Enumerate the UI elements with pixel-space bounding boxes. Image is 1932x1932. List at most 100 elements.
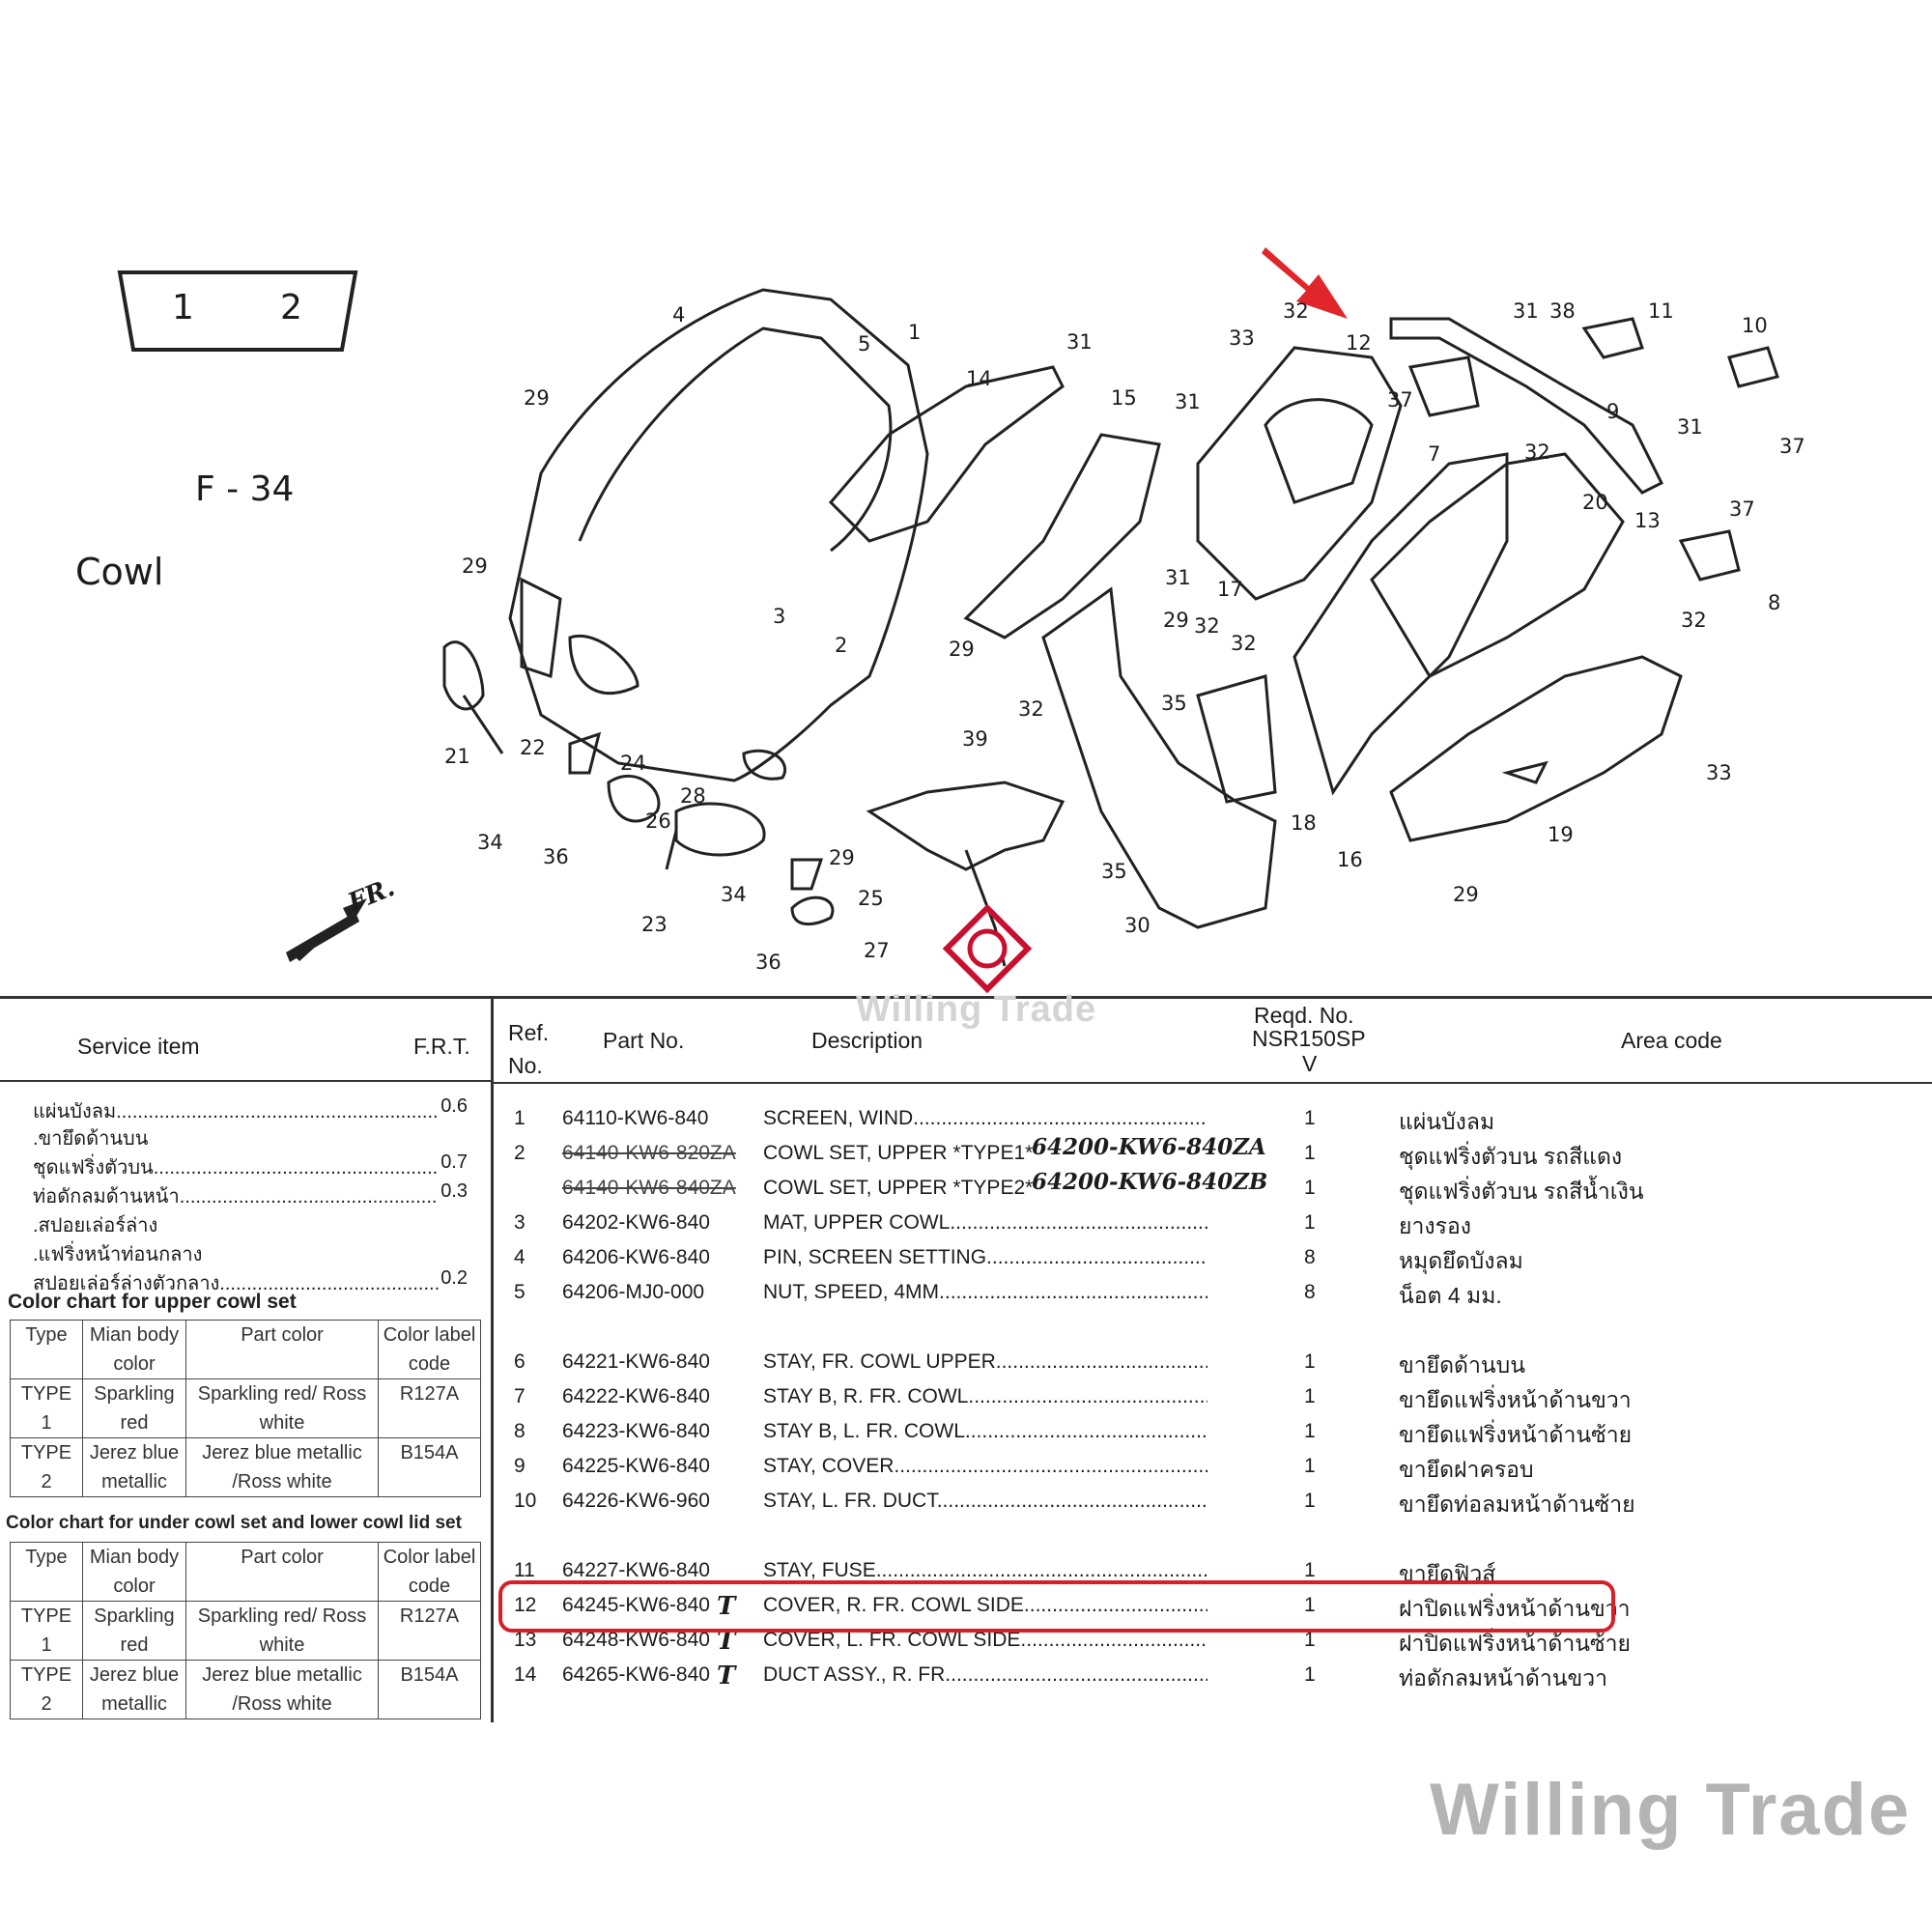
callout-label: 39 — [962, 727, 988, 751]
callout-label: 32 — [1231, 632, 1257, 655]
callout-label: 35 — [1161, 692, 1187, 715]
ref-no-header: Ref. No. — [508, 1020, 550, 1078]
service-item-label: ชุดแฟริ่งตัวบน..........................… — [33, 1157, 439, 1179]
part-qty: 8 — [1304, 1281, 1316, 1303]
part-number: 64140-KW6-840ZA — [562, 1177, 736, 1199]
part-number: 64222-KW6-840 — [562, 1385, 710, 1407]
part-ref: 2 — [514, 1142, 526, 1164]
watermark-text-top: Willing Trade — [856, 989, 1097, 1030]
watermark-logo-top — [942, 903, 1033, 994]
part-number: 64248-KW6-840 — [562, 1629, 710, 1651]
part-qty: 1 — [1304, 1455, 1316, 1477]
cc-upper-r2-code: B154A — [378, 1437, 481, 1497]
frt-header: F.R.T. — [413, 1034, 470, 1059]
service-item-row: ท่อดักลมด้านหน้า........................… — [33, 1180, 468, 1217]
index-box-right: 2 — [280, 288, 302, 327]
callout-label: 3 — [773, 605, 786, 628]
part-area-thai: น็อต 4 มม. — [1399, 1283, 1502, 1308]
part-area-thai: ขายึดแฟริ่งหน้าด้านขวา — [1399, 1387, 1632, 1412]
cc-under-r1-code: R127A — [378, 1601, 481, 1661]
callout-label: 1 — [908, 321, 922, 344]
callout-label: 30 — [1124, 914, 1151, 937]
part-description: STAY B, L. FR. COWL.....................… — [763, 1420, 1208, 1442]
column-divider — [491, 996, 494, 1722]
cc-upper-r1-type: TYPE 1 — [10, 1378, 83, 1438]
callout-label: 23 — [641, 913, 668, 936]
highlight-box-row-12 — [498, 1580, 1615, 1633]
service-item-label: .แฟริ่งหน้าท่อนกลาง — [33, 1244, 203, 1265]
cc-upper-r1-part: Sparkling red/ Ross white — [185, 1378, 379, 1438]
callout-label: 4 — [672, 303, 686, 327]
callout-label: 22 — [520, 736, 546, 759]
callout-label: 31 — [1175, 390, 1201, 413]
callout-label: 31 — [1165, 566, 1191, 589]
callout-label: 13 — [1634, 509, 1661, 532]
right-mirror-shape — [674, 802, 766, 857]
part-number: 64225-KW6-840 — [562, 1455, 710, 1477]
callout-label: 36 — [543, 845, 569, 868]
callout-label: 34 — [721, 883, 747, 906]
service-item-frt: 0.6 — [440, 1095, 468, 1117]
service-item-label: .ขายึดด้านบน — [33, 1128, 149, 1150]
part-area-thai: ยางรอง — [1399, 1213, 1472, 1238]
service-header-rule — [0, 1080, 491, 1082]
part-area-thai: ขายึดท่อลมหน้าด้านซ้าย — [1399, 1492, 1635, 1517]
part-area-thai: แผ่นบังลม — [1399, 1109, 1495, 1134]
left-mirror-shape — [442, 640, 485, 711]
cc-upper-r1-body: Sparkling red — [82, 1378, 186, 1438]
part-ref: 14 — [514, 1663, 537, 1686]
part-no-header: Part No. — [603, 1028, 685, 1053]
cc-upper-header-type: Type — [10, 1320, 83, 1379]
cc-under-r2-part: Jerez blue metallic /Ross white — [185, 1660, 379, 1719]
callout-label: 31 — [1513, 299, 1539, 323]
part-ref: 1 — [514, 1107, 526, 1129]
cc-under-r2-code: B154A — [378, 1660, 481, 1719]
part-ref: 13 — [514, 1629, 537, 1651]
part-qty: 1 — [1304, 1211, 1316, 1234]
callout-label: 26 — [645, 810, 671, 833]
service-item-row: สปอยเล่อร์ล่างตัวกลาง...................… — [33, 1267, 468, 1304]
part-area-thai: ฝาปิดแฟริ่งหน้าด้านขวา — [1399, 1596, 1631, 1621]
part-ref: 5 — [514, 1281, 526, 1303]
callout-label: 32 — [1018, 697, 1044, 721]
callout-label: 29 — [1163, 609, 1189, 632]
part-qty: 1 — [1304, 1142, 1316, 1164]
callout-label: 15 — [1111, 386, 1137, 410]
cc-under-header-body: Mian body color — [82, 1542, 186, 1602]
part-qty: 1 — [1304, 1490, 1316, 1512]
cc-upper-r1-code: R127A — [378, 1378, 481, 1438]
callout-label: 7 — [1428, 442, 1441, 466]
cc-under-header-code: Color label code — [378, 1542, 481, 1602]
description-header: Description — [811, 1028, 923, 1053]
callout-label: 9 — [1606, 400, 1620, 423]
callout-label: 29 — [524, 386, 550, 410]
part-number: 64221-KW6-840 — [562, 1350, 710, 1373]
part-qty: 1 — [1304, 1177, 1316, 1199]
service-item-row: .ขายึดด้านบน — [33, 1122, 468, 1159]
part-description: COVER, R. FR. COWL SIDE.................… — [763, 1594, 1208, 1616]
service-item-label: ท่อดักลมด้านหน้า........................… — [33, 1186, 439, 1208]
callout-label: 12 — [1346, 331, 1372, 355]
part-ref: 3 — [514, 1211, 526, 1234]
callout-label: 37 — [1387, 388, 1413, 412]
part-description: NUT, SPEED, 4MM.........................… — [763, 1281, 1208, 1303]
exploded-parts-diagram: 1 2 F - 34 Cowl — [75, 247, 1805, 994]
service-item-frt: 0.3 — [440, 1180, 468, 1202]
part-number: 64227-KW6-840 — [562, 1559, 710, 1581]
part-mark: T — [717, 1627, 736, 1656]
service-item-row: .แฟริ่งหน้าท่อนกลาง — [33, 1238, 468, 1275]
callout-label: 32 — [1194, 614, 1220, 638]
callout-label: 8 — [1768, 591, 1781, 614]
part-description: STAY, COVER.............................… — [763, 1455, 1208, 1477]
part-description: STAY B, R. FR. COWL.....................… — [763, 1385, 1208, 1407]
part-area-thai: ขายึดด้านบน — [1399, 1352, 1525, 1378]
part-qty: 1 — [1304, 1350, 1316, 1373]
callout-label: 5 — [858, 332, 871, 355]
cc-upper-header-part: Part color — [185, 1320, 379, 1379]
callout-label: 36 — [755, 951, 781, 974]
part-number: 64140-KW6-820ZA — [562, 1142, 736, 1164]
part-qty: 1 — [1304, 1385, 1316, 1407]
part-area-thai: ชุดแฟริ่งตัวบน รถสีแดง — [1399, 1144, 1623, 1169]
callout-label: 28 — [680, 784, 706, 808]
part-qty: 1 — [1304, 1420, 1316, 1442]
